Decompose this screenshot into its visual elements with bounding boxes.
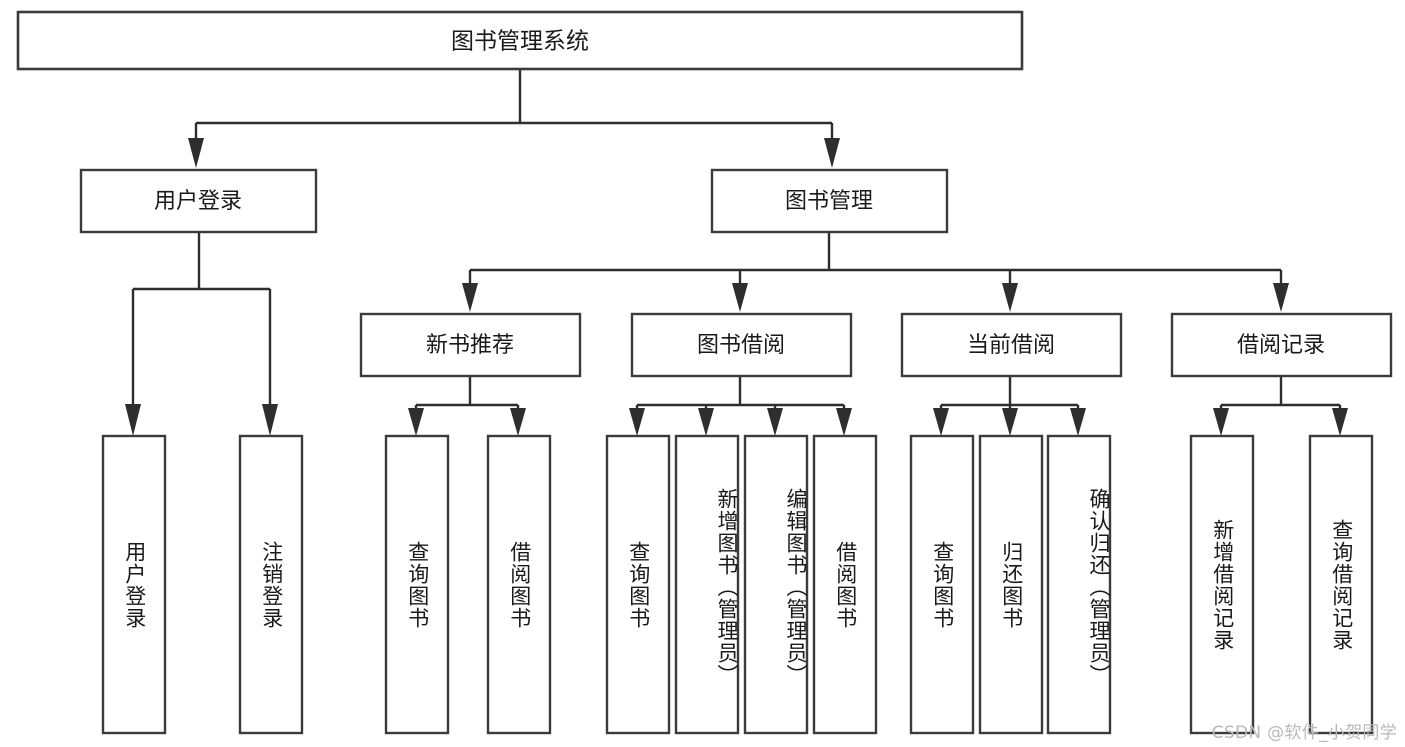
node-root-label: 图书管理系统 xyxy=(451,29,589,55)
leaf-node-add-book-admin[interactable] xyxy=(674,434,740,735)
node-book-management-box[interactable] xyxy=(710,168,949,234)
node-book-borrow-box[interactable] xyxy=(630,312,853,378)
leaf-node-logout[interactable] xyxy=(238,434,304,735)
arrow-userlogin-leaf-2 xyxy=(262,404,278,436)
arrow-bookmanage-to-current xyxy=(1002,283,1018,312)
node-user-login-label: 用户登录 xyxy=(154,189,242,214)
arrow-bookmanage-to-borrow xyxy=(732,283,748,312)
node-borrow-records-label: 借阅记录 xyxy=(1237,333,1325,358)
leaf-node-edit-book-admin[interactable] xyxy=(743,434,809,735)
arrow-bookmanage-to-new-book xyxy=(462,283,478,312)
node-current-borrow[interactable]: 当前借阅 xyxy=(900,312,1123,378)
leaf-box-query-borrow-record[interactable] xyxy=(1308,434,1374,735)
leaf-box-confirm-return-admin[interactable] xyxy=(1046,434,1112,735)
arrow-current-leaf-3 xyxy=(1070,408,1086,436)
node-new-book-recommend-box[interactable] xyxy=(359,312,582,378)
arrow-borrow-leaf-4 xyxy=(836,408,852,436)
arrow-newbook-leaf-2 xyxy=(510,408,526,436)
arrow-newbook-leaf-1 xyxy=(408,408,424,436)
leaf-node-query-book-a[interactable] xyxy=(384,434,450,735)
leaf-box-logout[interactable] xyxy=(238,434,304,735)
node-user-login-box[interactable] xyxy=(79,168,318,234)
connector-group-current xyxy=(933,376,1086,436)
leaf-node-borrow-book-b[interactable] xyxy=(812,434,878,735)
watermark-text: CSDN @软件_小贺同学 xyxy=(1211,723,1397,743)
arrow-borrow-leaf-3 xyxy=(767,408,783,436)
node-user-login[interactable]: 用户登录 xyxy=(79,168,318,234)
arrow-root-to-book-manage xyxy=(824,138,840,168)
arrow-records-leaf-2 xyxy=(1332,408,1348,436)
arrow-records-leaf-1 xyxy=(1213,408,1229,436)
leaf-box-query-book-b[interactable] xyxy=(605,434,671,735)
arrow-root-to-user-login xyxy=(188,138,204,168)
arrow-current-leaf-2 xyxy=(1002,408,1018,436)
node-borrow-records[interactable]: 借阅记录 xyxy=(1170,312,1393,378)
connector-group-book-manage xyxy=(462,233,1289,312)
leaf-box-query-book-a[interactable] xyxy=(384,434,450,735)
leaf-node-confirm-return-admin[interactable] xyxy=(1046,434,1112,735)
arrow-userlogin-leaf-1 xyxy=(125,404,141,436)
node-borrow-records-box[interactable] xyxy=(1170,312,1393,378)
arrow-borrow-leaf-1 xyxy=(629,408,645,436)
arrow-borrow-leaf-2 xyxy=(698,408,714,436)
connector-group-user-login xyxy=(125,233,278,436)
node-book-management[interactable]: 图书管理 xyxy=(710,168,949,234)
leaf-box-borrow-book-a[interactable] xyxy=(486,434,552,735)
connector-group-records xyxy=(1213,376,1348,436)
node-root-book-management-system[interactable]: 图书管理系统 xyxy=(16,10,1024,71)
node-root-box[interactable] xyxy=(16,10,1024,71)
leaf-node-user-login[interactable] xyxy=(101,434,167,735)
leaf-node-add-borrow-record[interactable] xyxy=(1189,434,1255,735)
node-current-borrow-box[interactable] xyxy=(900,312,1123,378)
node-new-book-recommend-label: 新书推荐 xyxy=(426,333,514,358)
connector-group-borrow xyxy=(629,376,852,436)
leaf-box-edit-book-admin[interactable] xyxy=(743,434,809,735)
node-current-borrow-label: 当前借阅 xyxy=(967,333,1055,358)
leaf-node-query-book-c[interactable] xyxy=(909,434,975,735)
arrow-bookmanage-to-records xyxy=(1273,283,1289,312)
leaf-node-query-book-b[interactable] xyxy=(605,434,671,735)
leaf-node-borrow-book-a[interactable] xyxy=(486,434,552,735)
leaf-node-query-borrow-record[interactable] xyxy=(1308,434,1374,735)
leaf-node-return-book[interactable] xyxy=(978,434,1044,735)
node-new-book-recommend[interactable]: 新书推荐 xyxy=(359,312,582,378)
node-book-management-label: 图书管理 xyxy=(785,189,873,214)
leaf-box-add-book-admin[interactable] xyxy=(674,434,740,735)
leaf-box-borrow-book-b[interactable] xyxy=(812,434,878,735)
node-book-borrow[interactable]: 图书借阅 xyxy=(630,312,853,378)
arrow-current-leaf-1 xyxy=(933,408,949,436)
leaf-box-return-book[interactable] xyxy=(978,434,1044,735)
node-book-borrow-label: 图书借阅 xyxy=(697,333,785,358)
connector-group-new-book xyxy=(408,376,526,436)
leaf-box-add-borrow-record[interactable] xyxy=(1189,434,1255,735)
leaf-box-user-login[interactable] xyxy=(101,434,167,735)
connector-group-root xyxy=(188,69,840,168)
leaf-box-query-book-c[interactable] xyxy=(909,434,975,735)
